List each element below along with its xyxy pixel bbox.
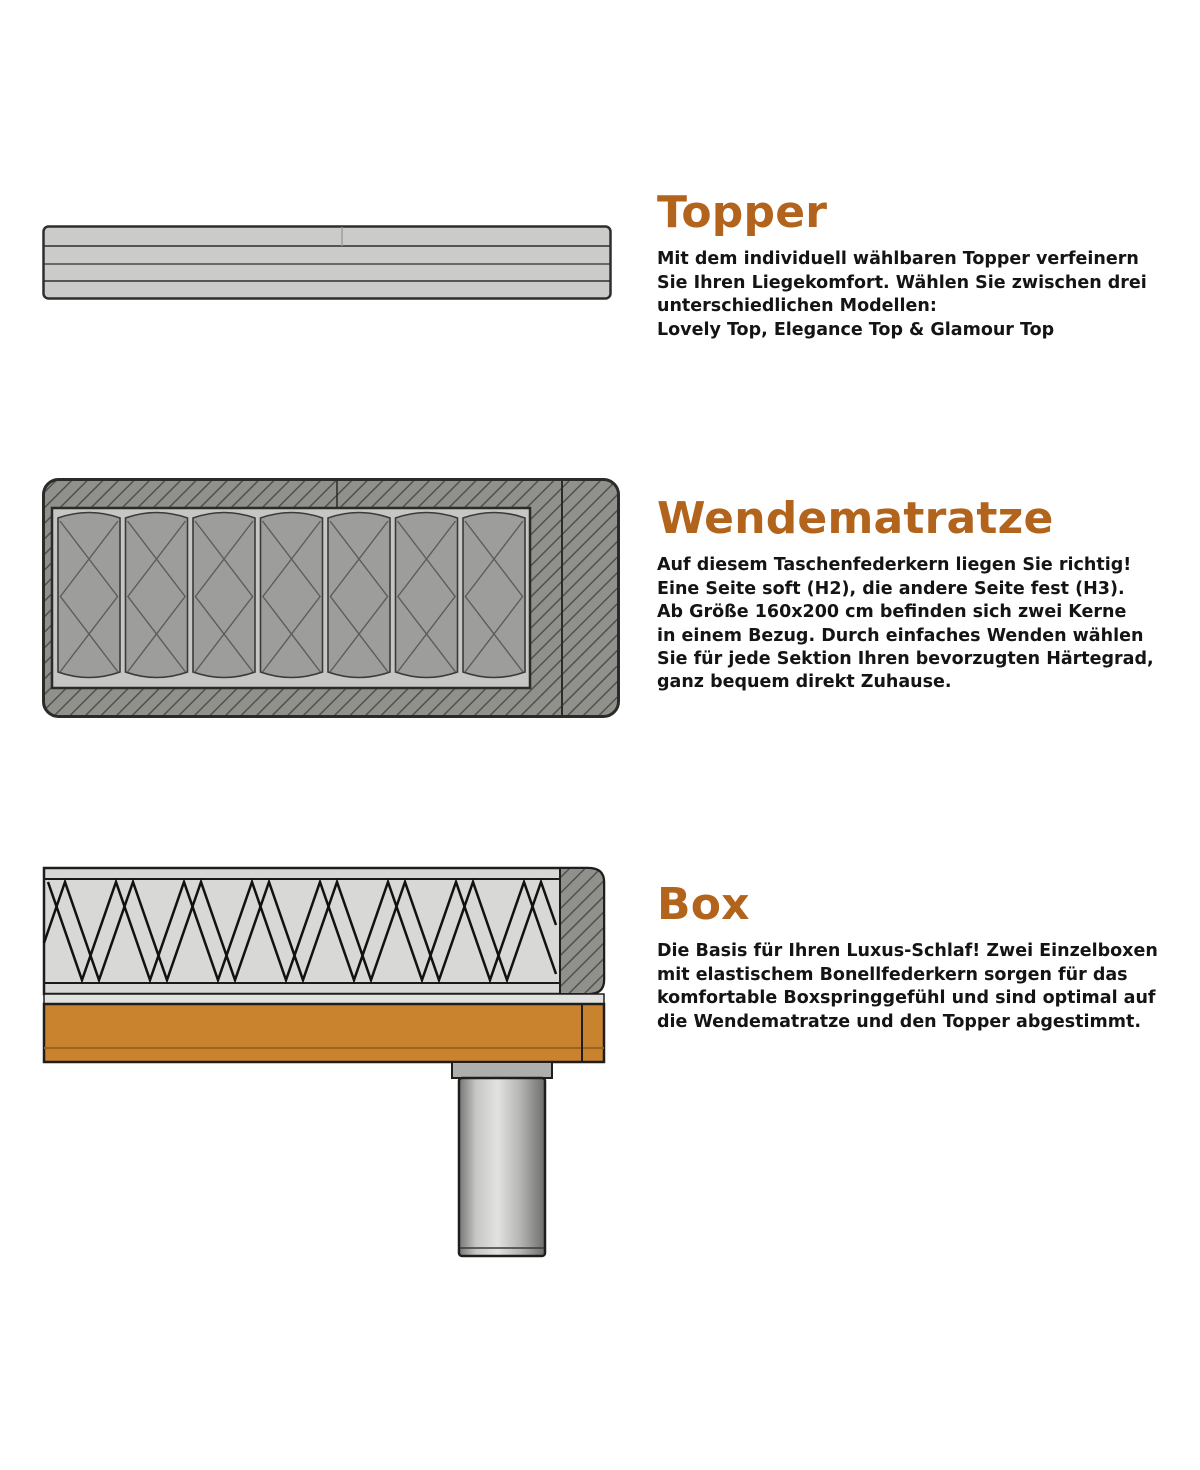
topper-illustration xyxy=(42,225,612,300)
box-heading: Box xyxy=(657,879,750,930)
wendematratze-description: Auf diesem Taschenfederkern liegen Sie r… xyxy=(657,555,1154,693)
wendematratze-section-text: Wendematratze Auf diesem Taschenfederker… xyxy=(657,493,1200,695)
topper-heading: Topper xyxy=(657,187,828,238)
box-description: Die Basis für Ihren Luxus-Schlaf! Zwei E… xyxy=(657,941,1158,1032)
bonell-spring-box-drawing xyxy=(42,866,606,1258)
wendematratze-illustration xyxy=(42,478,620,718)
wendematratze-heading: Wendematratze xyxy=(657,493,1054,544)
topper-cross-section-drawing xyxy=(42,225,612,300)
pocket-spring-mattress-drawing xyxy=(42,478,620,718)
topper-description: Mit dem individuell wählbaren Topper ver… xyxy=(657,249,1147,340)
box-section-text: Box Die Basis für Ihren Luxus-Schlaf! Zw… xyxy=(657,879,1200,1034)
topper-section-text: Topper Mit dem individuell wählbaren Top… xyxy=(657,187,1200,342)
box-illustration xyxy=(42,866,608,1264)
